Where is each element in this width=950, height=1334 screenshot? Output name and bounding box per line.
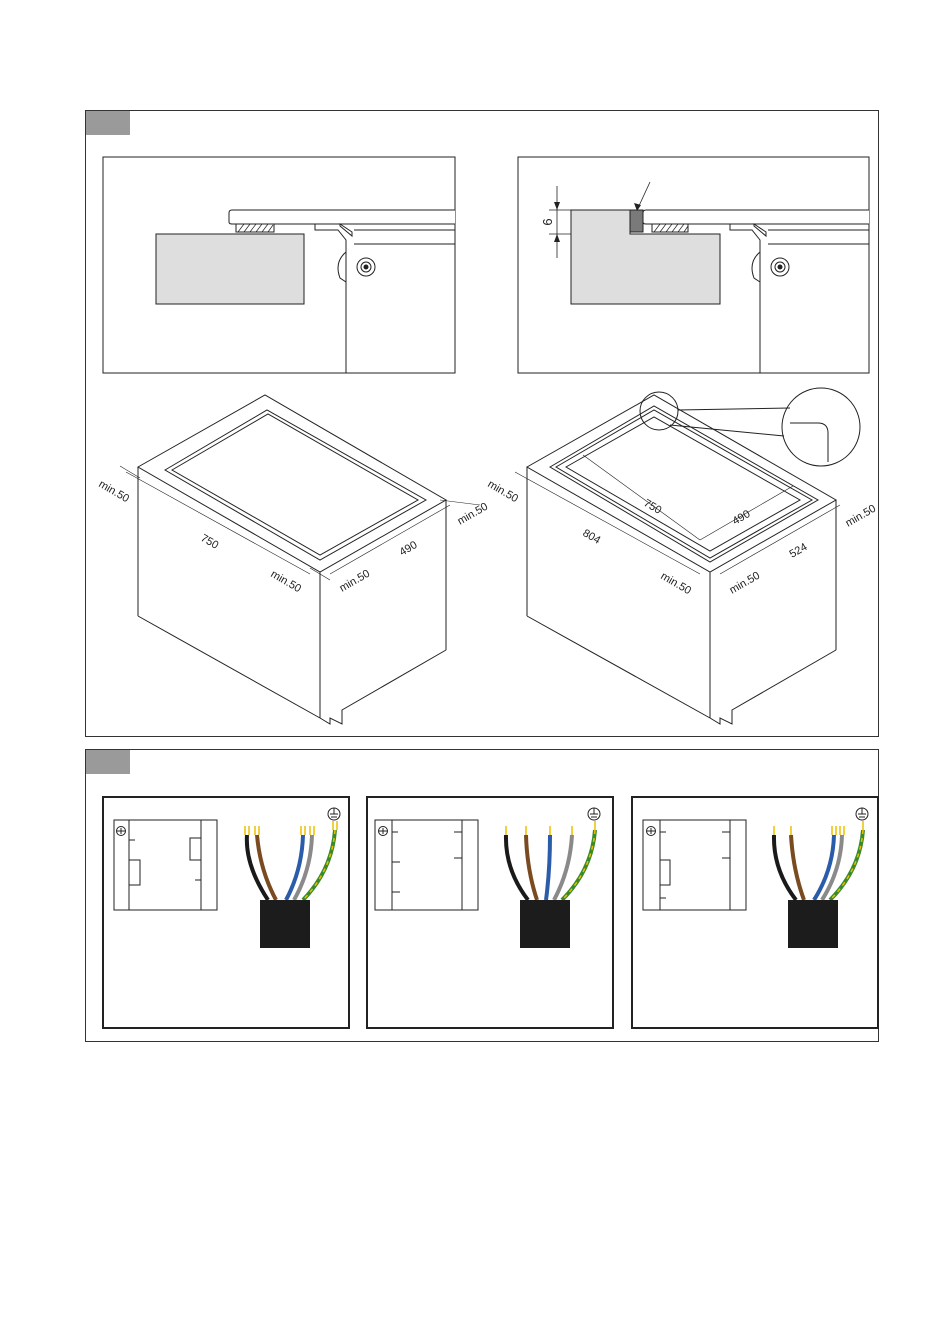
right-cube-min-label-3: min.50 bbox=[728, 570, 763, 597]
wiring-diagram bbox=[0, 790, 950, 1090]
figure-tab-marker-wiring bbox=[86, 750, 130, 774]
right-cube-min-label-1: min.50 bbox=[486, 478, 521, 505]
right-cube-inner-width-label: 750 bbox=[642, 497, 664, 517]
detail-section-right: 6 bbox=[518, 157, 869, 373]
wiring-box-1 bbox=[103, 797, 349, 1028]
right-cube-min-label-2: min.50 bbox=[659, 570, 694, 597]
cabinet-surface-iso bbox=[515, 388, 860, 724]
installation-diagram: 6 750 490 min.50 min.50 min.50 min.50 bbox=[0, 0, 950, 740]
left-cube-min-label-1: min.50 bbox=[97, 478, 132, 505]
right-cube-inner-depth-label: 490 bbox=[731, 508, 753, 528]
detail-section-left bbox=[103, 157, 455, 373]
wiring-box-2 bbox=[367, 797, 613, 1028]
right-cube-outer-width-label: 804 bbox=[581, 527, 603, 547]
right-cube-outer-depth-label: 524 bbox=[788, 541, 810, 561]
wiring-box-3 bbox=[632, 797, 878, 1028]
left-cube-min-label-2: min.50 bbox=[269, 568, 304, 595]
cabinet-flush-iso bbox=[120, 395, 480, 724]
left-cube-min-label-3: min.50 bbox=[338, 568, 373, 595]
left-cube-depth-label: 490 bbox=[398, 539, 420, 559]
right-cube-min-label-4: min.50 bbox=[844, 503, 879, 530]
left-cube-min-label-4: min.50 bbox=[456, 501, 491, 528]
detail-height-label: 6 bbox=[540, 218, 555, 225]
left-cube-width-label: 750 bbox=[199, 532, 221, 552]
